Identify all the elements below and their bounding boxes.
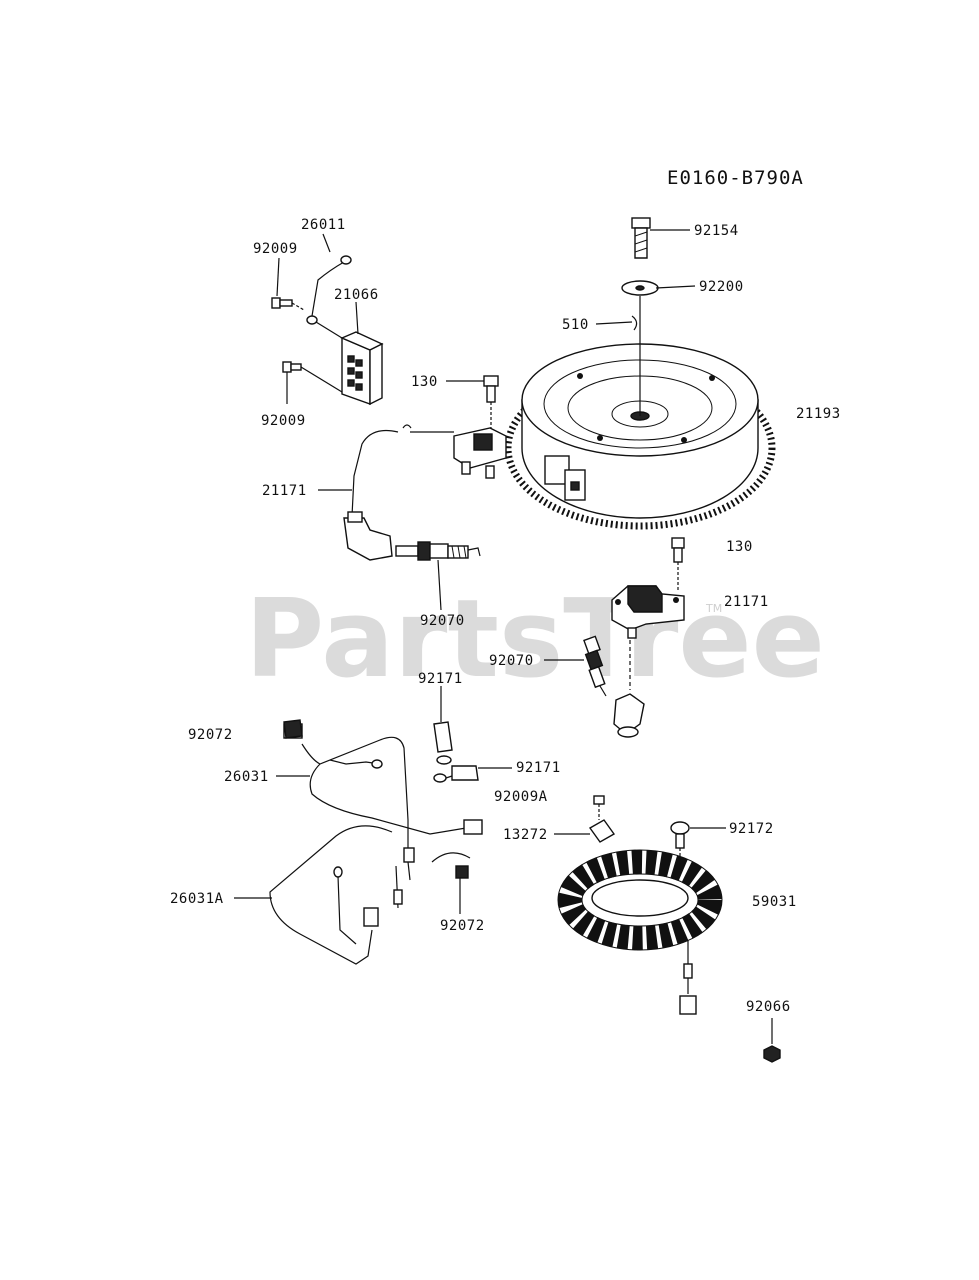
flywheel-washer-part[interactable] bbox=[621, 280, 659, 296]
nut-part[interactable] bbox=[763, 1045, 781, 1063]
label-130-left[interactable]: 130 bbox=[411, 374, 438, 390]
label-92009-bottom[interactable]: 92009 bbox=[261, 413, 306, 429]
spark-plug-right-part[interactable] bbox=[583, 635, 607, 697]
ignition-coil-bolt-left-part[interactable] bbox=[483, 375, 499, 428]
wiring-harness-a-part[interactable] bbox=[269, 825, 403, 965]
ignition-coil-bolt-right-part[interactable] bbox=[671, 537, 685, 590]
regulator-part[interactable] bbox=[340, 331, 384, 406]
stator-part[interactable] bbox=[557, 849, 723, 1015]
label-92072-left[interactable]: 92072 bbox=[188, 727, 233, 743]
label-92009-top[interactable]: 92009 bbox=[253, 241, 298, 257]
label-130-right[interactable]: 130 bbox=[726, 539, 753, 555]
label-21193[interactable]: 21193 bbox=[796, 406, 841, 422]
label-92072-bottom[interactable]: 92072 bbox=[440, 918, 485, 934]
label-21171-right[interactable]: 21171 bbox=[724, 594, 769, 610]
flywheel-bolt-part[interactable] bbox=[631, 217, 651, 259]
bracket-part[interactable] bbox=[588, 795, 616, 843]
watermark-tm: TM bbox=[705, 602, 722, 615]
label-92070-left[interactable]: 92070 bbox=[420, 613, 465, 629]
high-tension-lead-left-part[interactable] bbox=[343, 429, 399, 561]
ignition-coil-left-part[interactable] bbox=[402, 424, 507, 479]
label-21171-left[interactable]: 21171 bbox=[262, 483, 307, 499]
label-510[interactable]: 510 bbox=[562, 317, 589, 333]
ignition-coil-right-part[interactable] bbox=[611, 585, 685, 639]
spark-plug-left-part[interactable] bbox=[395, 541, 481, 561]
clamp-upper-part[interactable] bbox=[433, 721, 453, 765]
watermark: PartsTree TM bbox=[245, 577, 825, 702]
connector-bottom-part[interactable] bbox=[431, 852, 471, 879]
label-13272[interactable]: 13272 bbox=[503, 827, 548, 843]
label-26011[interactable]: 26011 bbox=[301, 217, 346, 233]
label-92171-top[interactable]: 92171 bbox=[418, 671, 463, 687]
ground-lead-part[interactable] bbox=[306, 255, 352, 339]
label-92200[interactable]: 92200 bbox=[699, 279, 744, 295]
regulator-bolt-bottom-part[interactable] bbox=[282, 361, 343, 393]
label-92172[interactable]: 92172 bbox=[729, 821, 774, 837]
stator-bolt-part[interactable] bbox=[670, 821, 690, 870]
label-59031[interactable]: 59031 bbox=[752, 894, 797, 910]
label-92066[interactable]: 92066 bbox=[746, 999, 791, 1015]
label-92070-right[interactable]: 92070 bbox=[489, 653, 534, 669]
label-26031[interactable]: 26031 bbox=[224, 769, 269, 785]
label-92171-right[interactable]: 92171 bbox=[516, 760, 561, 776]
part-number-labels: 92154 92200 510 21193 26011 92009 21066 … bbox=[170, 217, 841, 1015]
label-21066[interactable]: 21066 bbox=[334, 287, 379, 303]
label-92009A[interactable]: 92009A bbox=[494, 789, 548, 805]
plug-cap-right-part[interactable] bbox=[613, 640, 645, 738]
clamp-lower-part[interactable] bbox=[433, 765, 479, 783]
regulator-bolt-top-part[interactable] bbox=[271, 297, 305, 311]
flywheel-key-part[interactable] bbox=[631, 315, 638, 331]
callout-leaders bbox=[234, 229, 773, 1044]
flywheel-part[interactable] bbox=[504, 343, 776, 530]
label-26031A[interactable]: 26031A bbox=[170, 891, 224, 907]
diagram-code: E0160-B790A bbox=[667, 167, 804, 189]
connector-left-part[interactable] bbox=[283, 719, 303, 739]
label-92154[interactable]: 92154 bbox=[694, 223, 739, 239]
watermark-text: PartsTree bbox=[245, 577, 825, 702]
